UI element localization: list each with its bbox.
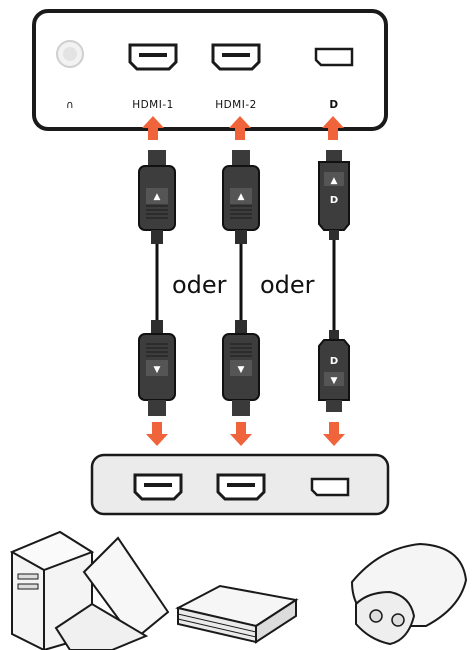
game-console-icon bbox=[350, 542, 468, 646]
hdmi-2-label: HDMI-2 bbox=[215, 99, 257, 111]
hdmi-1-label: HDMI-1 bbox=[132, 99, 174, 111]
hdmi-2-port-icon bbox=[211, 43, 261, 71]
oder-label-2: oder bbox=[260, 271, 315, 299]
cable-2-bottom-mark: ▼ bbox=[238, 365, 245, 375]
hdmi-1-port-icon bbox=[128, 43, 178, 71]
oder-label-1: oder bbox=[172, 271, 227, 299]
hdmi-cable-1: ▲ ▼ bbox=[138, 150, 176, 416]
monitor-port-panel: ∩ HDMI-1 HDMI-2 D bbox=[32, 9, 388, 131]
hdmi-cable-2: ▲ ▼ bbox=[222, 150, 260, 416]
cable-1-top-mark: ▲ bbox=[154, 192, 161, 202]
source-displayport-icon bbox=[310, 477, 350, 497]
headphone-jack-icon bbox=[56, 40, 84, 68]
cable-3-top-logo: D bbox=[330, 195, 338, 206]
arrow-down-hdmi-2 bbox=[230, 422, 252, 446]
arrow-down-hdmi-1 bbox=[146, 422, 168, 446]
displayport-logo-icon: D bbox=[329, 99, 338, 111]
arrow-down-displayport bbox=[323, 422, 345, 446]
cable-2-top-mark: ▲ bbox=[238, 192, 245, 202]
cable-3-bottom-logo: D bbox=[330, 356, 338, 367]
source-hdmi-port-1-icon bbox=[133, 473, 183, 501]
media-player-box-icon bbox=[175, 584, 299, 644]
cable-1-bottom-mark: ▼ bbox=[154, 365, 161, 375]
desktop-pc-and-laptop-icon bbox=[9, 530, 170, 650]
headphone-label: ∩ bbox=[66, 99, 74, 111]
source-port-panel bbox=[90, 453, 390, 516]
displayport-port-icon bbox=[314, 47, 354, 67]
cable-3-top-mark: ▲ bbox=[331, 176, 338, 186]
source-hdmi-port-2-icon bbox=[216, 473, 266, 501]
displayport-cable: ▲ D D ▼ bbox=[318, 150, 350, 412]
cable-3-bottom-mark: ▼ bbox=[331, 376, 338, 386]
